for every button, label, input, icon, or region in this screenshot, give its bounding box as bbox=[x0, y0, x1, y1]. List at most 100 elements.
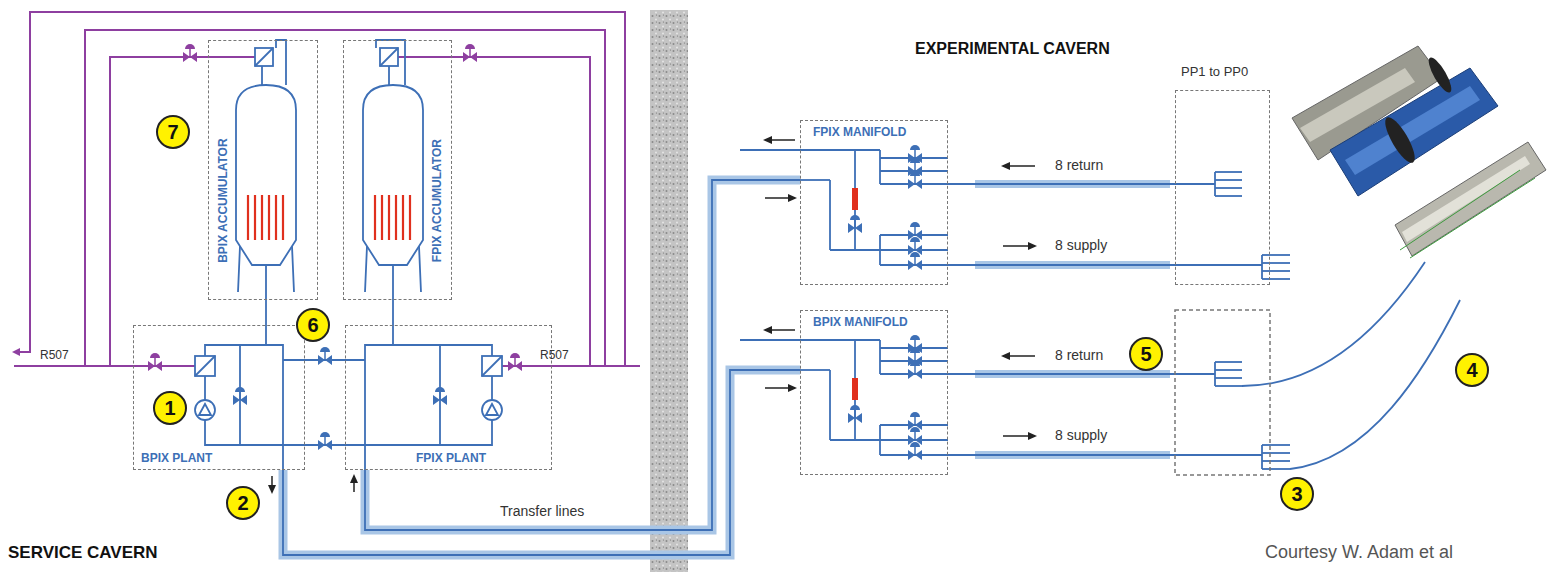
valve-symbol bbox=[914, 150, 916, 158]
heater-element bbox=[247, 195, 249, 240]
refrigerant-label: R507 bbox=[540, 349, 569, 363]
valve-symbol bbox=[514, 358, 516, 366]
valve-symbol bbox=[910, 252, 920, 257]
valve-symbol bbox=[910, 412, 920, 417]
valve-symbol bbox=[235, 387, 245, 392]
pipe bbox=[205, 325, 365, 470]
heat-exchanger bbox=[482, 356, 502, 376]
cavern-wall bbox=[650, 10, 688, 572]
pipe bbox=[740, 149, 880, 151]
box-label: BPIX MANIFOLD bbox=[813, 316, 908, 329]
line-label: 8 supply bbox=[1055, 237, 1107, 253]
valve-symbol bbox=[910, 427, 920, 432]
valve-symbol bbox=[914, 176, 916, 184]
valve-symbol bbox=[910, 158, 920, 163]
endcap-tube bbox=[1395, 142, 1546, 256]
callout-number: 4 bbox=[1455, 353, 1489, 387]
pipe bbox=[1215, 171, 1242, 173]
patch-panel-box bbox=[1175, 310, 1270, 475]
pipe bbox=[800, 179, 830, 181]
r507-line bbox=[14, 12, 625, 366]
flow-arrow bbox=[271, 476, 273, 492]
box-label: BPIX ACCUMULATOR bbox=[216, 139, 229, 263]
valve-symbol bbox=[910, 348, 920, 353]
valve-symbol bbox=[914, 242, 916, 250]
pipe bbox=[800, 369, 830, 371]
pipe bbox=[1262, 460, 1290, 462]
region-title: EXPERIMENTAL CAVERN bbox=[915, 40, 1110, 58]
valve-symbol bbox=[914, 163, 916, 171]
valve-symbol bbox=[910, 442, 920, 447]
pipe-connector bbox=[265, 300, 267, 325]
manifold-box: BPIX MANIFOLD bbox=[800, 310, 948, 475]
valve-symbol bbox=[914, 447, 916, 455]
box-label: FPIX ACCUMULATOR bbox=[431, 139, 444, 262]
box-label: FPIX PLANT bbox=[416, 452, 486, 465]
heater-element bbox=[402, 195, 404, 240]
flow-arrow bbox=[765, 387, 795, 389]
valve-symbol bbox=[910, 222, 920, 227]
callout-number: 3 bbox=[1280, 477, 1314, 511]
r507-line bbox=[14, 365, 195, 367]
valve-symbol bbox=[185, 44, 195, 49]
r507-line bbox=[502, 365, 640, 367]
bypass-heater bbox=[852, 378, 858, 400]
pipe bbox=[829, 180, 831, 250]
valve-symbol bbox=[910, 145, 920, 150]
heater-element bbox=[374, 195, 376, 240]
endcap-tube bbox=[1402, 156, 1530, 242]
tank-legs bbox=[365, 40, 421, 300]
pump bbox=[486, 404, 498, 415]
valve-symbol bbox=[910, 171, 920, 176]
r507-line bbox=[110, 57, 255, 366]
pipe bbox=[1262, 468, 1290, 470]
accumulator-tanks bbox=[236, 40, 423, 300]
valve-symbol bbox=[320, 432, 330, 437]
pipe bbox=[1262, 278, 1290, 280]
valve-symbol bbox=[510, 353, 520, 358]
pipe-connector bbox=[393, 300, 394, 325]
callout-number: 1 bbox=[153, 391, 187, 425]
valve-symbol bbox=[914, 366, 916, 374]
region-title: SERVICE CAVERN bbox=[8, 543, 158, 563]
heat-exchanger bbox=[255, 48, 273, 66]
heater-element bbox=[409, 195, 411, 240]
flow-arrow bbox=[765, 329, 795, 331]
heater-element bbox=[254, 195, 256, 240]
patch-panel-box: PP1 to PP0 bbox=[1175, 90, 1270, 285]
heat-exchanger bbox=[380, 48, 398, 66]
callout-number: 5 bbox=[1129, 337, 1163, 371]
heater-element bbox=[275, 195, 277, 240]
valve-symbol bbox=[469, 49, 471, 57]
callout-number: 2 bbox=[226, 486, 260, 520]
valve-symbol bbox=[910, 335, 920, 340]
valve-symbol bbox=[324, 352, 326, 360]
credit-caption: Courtesy W. Adam et al bbox=[1265, 542, 1453, 563]
flow-arrow bbox=[1003, 435, 1035, 437]
pump bbox=[482, 400, 502, 420]
accumulator-box: BPIX ACCUMULATOR bbox=[208, 40, 318, 300]
callout-number: 6 bbox=[296, 308, 330, 342]
valve-symbol bbox=[850, 405, 860, 410]
plant-box: FPIX PLANT bbox=[345, 325, 552, 470]
accumulator-box: FPIX ACCUMULATOR bbox=[343, 40, 452, 300]
valve-symbol bbox=[914, 257, 916, 265]
flow-arrow bbox=[1003, 245, 1035, 247]
line-label: 8 supply bbox=[1055, 427, 1107, 443]
heater-element bbox=[388, 195, 390, 240]
valve-symbol bbox=[914, 227, 916, 235]
heater-element bbox=[395, 195, 397, 240]
heat-exchanger bbox=[195, 356, 215, 376]
pipe bbox=[1215, 385, 1242, 387]
flow-arrow bbox=[1003, 355, 1035, 357]
tank bbox=[236, 85, 296, 265]
valve-symbol bbox=[854, 410, 856, 418]
pump bbox=[199, 404, 211, 415]
callout-number: 7 bbox=[156, 115, 190, 149]
detector-ring bbox=[1425, 55, 1455, 96]
valve-symbol bbox=[320, 347, 330, 352]
pipe bbox=[1262, 262, 1290, 264]
pipe bbox=[948, 264, 1262, 266]
box-label: BPIX PLANT bbox=[141, 452, 212, 465]
heater-element bbox=[268, 195, 270, 240]
